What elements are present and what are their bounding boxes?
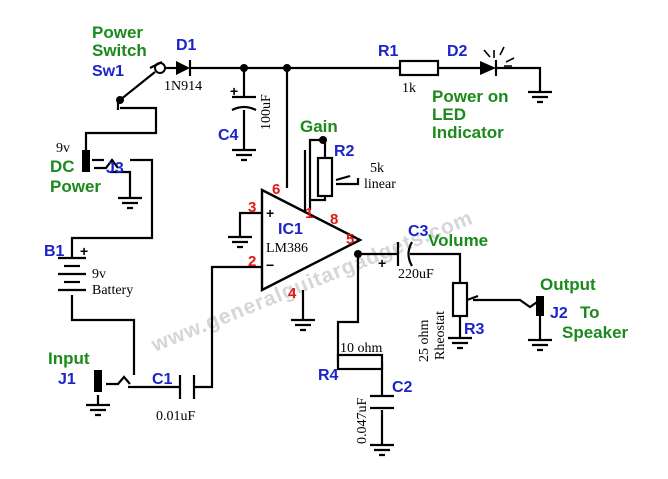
d2-label-line3: Indicator bbox=[432, 123, 504, 142]
sw1-label-line1: Power bbox=[92, 23, 143, 42]
jack-j2-symbol bbox=[536, 296, 544, 316]
resistor-r1-symbol bbox=[398, 59, 440, 77]
volume-label: Volume bbox=[428, 231, 488, 250]
d1-value: 1N914 bbox=[164, 79, 202, 94]
c3-ref: C3 bbox=[408, 223, 429, 240]
r3-value-line1: 25 ohm bbox=[417, 320, 432, 363]
rheostat-r3-symbol bbox=[451, 281, 469, 318]
r4-ref: R4 bbox=[318, 367, 339, 384]
sw1-label-line2: Switch bbox=[92, 41, 147, 60]
pin-8-label: 8 bbox=[330, 211, 338, 228]
r1-ref: R1 bbox=[378, 43, 399, 60]
ic1-minus: − bbox=[266, 257, 274, 273]
jack-j1-symbol bbox=[94, 370, 131, 392]
sw1-ref: Sw1 bbox=[92, 63, 124, 80]
c4-plus: + bbox=[230, 83, 238, 99]
c2-ref: C2 bbox=[392, 379, 413, 396]
c3-plus: + bbox=[378, 255, 386, 271]
c4-value: 100uF bbox=[259, 94, 274, 130]
d2-label-line2: LED bbox=[432, 105, 466, 124]
capacitor-c4-symbol bbox=[231, 95, 257, 111]
d1-ref: D1 bbox=[176, 37, 197, 54]
gain-label: Gain bbox=[300, 117, 338, 136]
junction-dots bbox=[240, 64, 362, 258]
c4-ref: C4 bbox=[218, 127, 239, 144]
ic1-ref: IC1 bbox=[278, 221, 303, 238]
b1-ref: B1 bbox=[44, 243, 65, 260]
pin-6-label: 6 bbox=[272, 181, 280, 198]
diode-d1-symbol bbox=[176, 60, 200, 76]
r4-value: 10 ohm bbox=[340, 341, 383, 356]
ground-symbols bbox=[86, 90, 552, 457]
r2-wiper-arrow bbox=[335, 174, 351, 182]
r3-ref: R3 bbox=[464, 321, 485, 338]
capacitor-c2-symbol bbox=[370, 394, 394, 410]
capacitor-c1-symbol bbox=[178, 375, 196, 399]
r3-value-line2: Rheostat bbox=[433, 311, 448, 360]
r2-value-line2: linear bbox=[364, 177, 396, 192]
r2-value-line1: 5k bbox=[370, 161, 384, 176]
c1-value: 0.01uF bbox=[156, 409, 196, 424]
b1-value-line1: 9v bbox=[92, 267, 106, 282]
ic1-part: LM386 bbox=[266, 241, 308, 256]
jack-j3-symbol bbox=[82, 150, 119, 172]
power-switch-sw1 bbox=[116, 61, 166, 104]
pin-5-label: 5 bbox=[346, 231, 354, 248]
pin-1-label: 1 bbox=[305, 205, 313, 222]
d2-ref: D2 bbox=[447, 43, 468, 60]
j3-label-line1: DC bbox=[50, 157, 75, 176]
j2-label-line2: Speaker bbox=[562, 323, 629, 342]
wires bbox=[70, 66, 542, 445]
pin-2-label: 2 bbox=[248, 253, 256, 270]
d2-label-line1: Power on bbox=[432, 87, 509, 106]
pot-r2-symbol bbox=[316, 156, 334, 198]
pin-4-label: 4 bbox=[288, 285, 297, 302]
j3-ref: J3 bbox=[106, 160, 124, 177]
j3-voltage: 9v bbox=[56, 141, 70, 156]
c2-value: 0.047uF bbox=[355, 398, 370, 445]
j1-ref: J1 bbox=[58, 371, 76, 388]
opamp-ic1-symbol bbox=[260, 188, 363, 292]
j2-ref: J2 bbox=[550, 305, 568, 322]
capacitor-c3-symbol bbox=[396, 241, 413, 267]
pin-3-label: 3 bbox=[248, 199, 256, 216]
ic1-plus: + bbox=[266, 205, 274, 221]
b1-value-line2: Battery bbox=[92, 283, 133, 298]
resistor-r4-symbol bbox=[336, 353, 384, 371]
c3-value: 220uF bbox=[398, 267, 434, 282]
c1-ref: C1 bbox=[152, 371, 173, 388]
led-d2-symbol bbox=[480, 46, 515, 76]
output-label: Output bbox=[540, 275, 596, 294]
r2-ref: R2 bbox=[334, 143, 355, 160]
j3-label-line2: Power bbox=[50, 177, 101, 196]
input-label: Input bbox=[48, 349, 90, 368]
r1-value: 1k bbox=[402, 81, 416, 96]
b1-plus: + bbox=[80, 243, 88, 259]
j2-label-line1: To bbox=[580, 303, 600, 322]
battery-b1-symbol bbox=[58, 256, 86, 292]
